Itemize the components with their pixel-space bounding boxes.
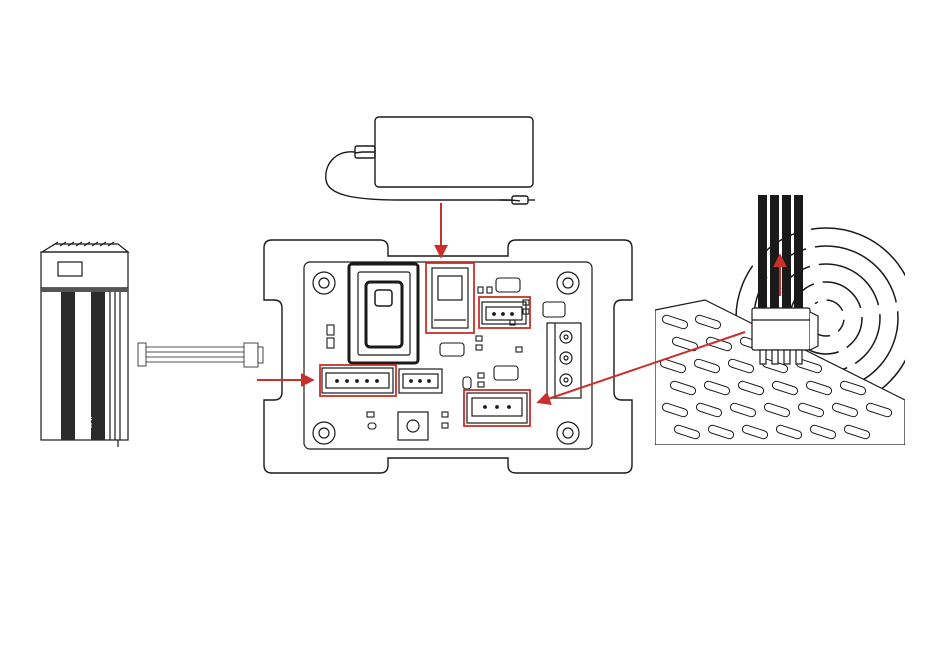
mount-hole xyxy=(313,422,335,444)
port-highlights xyxy=(320,263,530,426)
laser-module-label: 80 W xyxy=(88,416,94,428)
dc-power-jack xyxy=(432,268,468,328)
power-adapter-icon xyxy=(326,117,535,204)
mount-hole xyxy=(557,272,579,294)
fan-detail-icon xyxy=(655,195,940,445)
mount-hole xyxy=(313,272,335,294)
auxiliary-connector-port xyxy=(399,369,442,393)
tactile-button xyxy=(398,412,428,440)
mount-hole xyxy=(557,422,579,444)
screw-terminal xyxy=(547,323,581,398)
fan-connector-port xyxy=(482,302,526,324)
highlight-dc-power-jack xyxy=(426,263,474,333)
laser-ribbon-cable xyxy=(138,343,263,367)
laser-connector-port xyxy=(322,368,393,393)
rocker-switch xyxy=(349,264,418,363)
control-board-icon xyxy=(264,240,632,473)
fan-output-port xyxy=(467,393,527,423)
laser-module-icon: 80 W xyxy=(41,242,128,447)
